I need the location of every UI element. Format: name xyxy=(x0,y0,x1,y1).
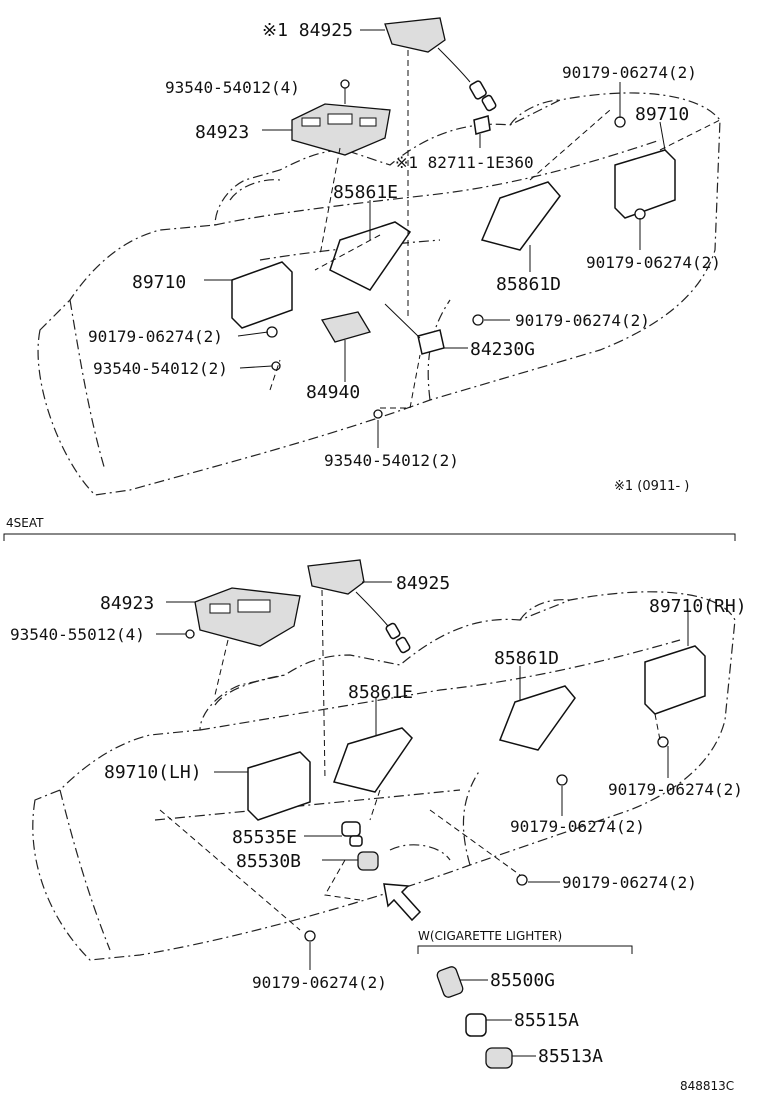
note-text: ※1 (0911- ) xyxy=(614,479,689,494)
label-85500G: 85500G xyxy=(490,970,555,991)
label-84230G-top: 84230G xyxy=(470,339,535,360)
label-93540-54012-2a: 93540-54012(2) xyxy=(93,359,228,378)
module-89710-lh-bottom xyxy=(247,751,311,821)
label-90179-left-mid: 90179-06274(2) xyxy=(88,327,223,346)
label-84925-bottom: 84925 xyxy=(396,573,450,594)
top-labels: ※1 84925 93540-54012(4) 84923 90179-0627… xyxy=(88,20,721,494)
bracket-84940-top xyxy=(320,311,371,343)
module-85861E-top xyxy=(329,221,412,291)
socket-85535E-bottom xyxy=(341,821,363,847)
bottom-leaders xyxy=(156,581,689,970)
label-90179-rear-mid: 90179-06274(2) xyxy=(510,817,645,836)
top-leaders xyxy=(204,29,666,448)
label-84923-top: 84923 xyxy=(195,122,249,143)
module-89710-left-top xyxy=(231,261,293,371)
module-85861E-bottom xyxy=(333,727,413,793)
label-84925-top: ※1 84925 xyxy=(262,20,353,41)
label-85861D-bottom: 85861D xyxy=(494,648,559,669)
ring-85515A xyxy=(465,1013,487,1037)
lighter-85500G xyxy=(436,966,464,998)
label-89710-left-top: 89710 xyxy=(132,272,186,293)
section-divider: 4SEAT xyxy=(3,516,736,541)
inset-cigarette-lighter: W(CIGARETTE LIGHTER) 85500G 85515A 85513… xyxy=(417,929,633,1069)
label-93540-54012-2b: 93540-54012(2) xyxy=(324,451,459,470)
label-89710rh: 89710(RH) xyxy=(649,596,747,617)
remote-84925-top xyxy=(384,17,497,112)
socket-85530B-bottom xyxy=(357,851,379,871)
label-82711-top: ※1 82711-1E360 xyxy=(395,153,534,172)
label-90179-bottom-right: 90179-06274(2) xyxy=(562,873,697,892)
label-84940-top: 84940 xyxy=(306,382,360,403)
bottom-seat-outline xyxy=(32,591,736,961)
top-parts xyxy=(231,17,721,419)
section-label-4seat: 4SEAT xyxy=(6,516,44,530)
label-90179-bottom-left: 90179-06274(2) xyxy=(252,973,387,992)
inset-title: W(CIGARETTE LIGHTER) xyxy=(418,929,562,943)
module-89710-right-top xyxy=(614,116,676,220)
diagram-code: 848813C xyxy=(680,1079,734,1093)
unit-84923-bottom xyxy=(185,587,301,647)
label-85861E-top: 85861E xyxy=(333,182,398,203)
label-85535E: 85535E xyxy=(232,827,297,848)
label-89710lh: 89710(LH) xyxy=(104,762,202,783)
label-90179-top-right: 90179-06274(2) xyxy=(562,63,697,82)
module-85861D-top xyxy=(480,181,561,251)
label-85861D-top: 85861D xyxy=(496,274,561,295)
bottom-labels: 84923 84925 93540-55012(4) 89710(RH) 858… xyxy=(10,573,747,992)
label-90179-rear-right: 90179-06274(2) xyxy=(608,780,743,799)
cap-85513A xyxy=(485,1047,513,1069)
indicator-arrow xyxy=(383,883,422,922)
connector-82711-top xyxy=(473,115,491,135)
label-89710-right-top: 89710 xyxy=(635,104,689,125)
label-85513A: 85513A xyxy=(538,1046,603,1067)
unit-84923-top xyxy=(291,79,391,156)
top-seat-outline xyxy=(37,92,721,496)
label-90179-center: 90179-06274(2) xyxy=(515,311,650,330)
label-93540-54012-4: 93540-54012(4) xyxy=(165,78,300,97)
label-85530B: 85530B xyxy=(236,851,301,872)
remote-84925-bottom xyxy=(307,559,411,654)
label-84923-bottom: 84923 xyxy=(100,593,154,614)
label-85515A: 85515A xyxy=(514,1010,579,1031)
module-85861D-bottom xyxy=(498,685,576,786)
module-89710-rh-bottom xyxy=(644,645,706,748)
label-93540-55012: 93540-55012(4) xyxy=(10,625,145,644)
bottom-parts xyxy=(159,559,706,942)
label-90179-right-mid: 90179-06274(2) xyxy=(586,253,721,272)
label-85861E-bottom: 85861E xyxy=(348,682,413,703)
